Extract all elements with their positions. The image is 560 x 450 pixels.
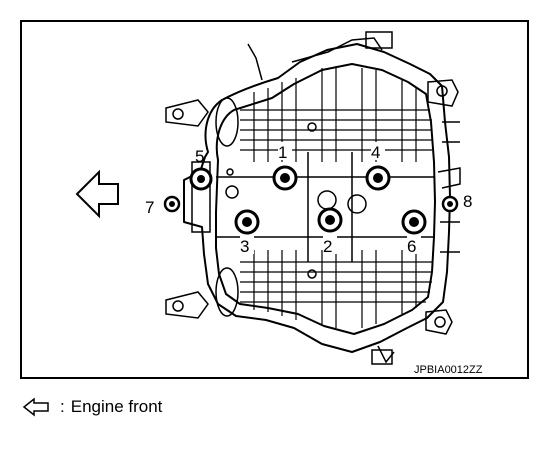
bolt-5 <box>189 167 213 191</box>
bolt-4 <box>365 165 391 191</box>
legend-separator: : <box>60 397 65 416</box>
mounting-lugs <box>165 31 461 365</box>
intake-manifold-diagram: 1 2 3 4 5 6 7 8 JPBIA0012ZZ <box>75 31 483 376</box>
central-structure <box>216 122 434 279</box>
bolt-label-8: 8 <box>463 192 472 211</box>
bolt-group <box>163 165 459 235</box>
left-runners <box>191 97 239 317</box>
engine-front-arrow-icon <box>75 169 119 219</box>
bolt-label-3: 3 <box>240 237 249 256</box>
legend: : Engine front <box>22 394 162 420</box>
ribs-upper <box>240 66 432 162</box>
ribs-lower <box>240 250 432 328</box>
bolt-2 <box>317 207 343 233</box>
engine-front-legend-icon <box>22 397 49 417</box>
legend-text: Engine front <box>70 397 163 416</box>
bolt-label-1: 1 <box>278 143 287 162</box>
bolt-1 <box>272 165 298 191</box>
bolt-3 <box>234 209 260 235</box>
bolt-8 <box>441 195 459 213</box>
bolt-label-7: 7 <box>145 198 154 217</box>
bolt-7 <box>163 195 181 213</box>
manifold-outline <box>183 43 451 353</box>
bolt-6 <box>401 209 427 235</box>
figure-frame: 1 2 3 4 5 6 7 8 JPBIA0012ZZ <box>20 20 529 379</box>
bolt-label-4: 4 <box>371 143 380 162</box>
bolt-label-5: 5 <box>195 147 204 166</box>
bolt-label-6: 6 <box>407 237 416 256</box>
bolt-label-2: 2 <box>323 237 332 256</box>
figure-code: JPBIA0012ZZ <box>414 364 483 376</box>
